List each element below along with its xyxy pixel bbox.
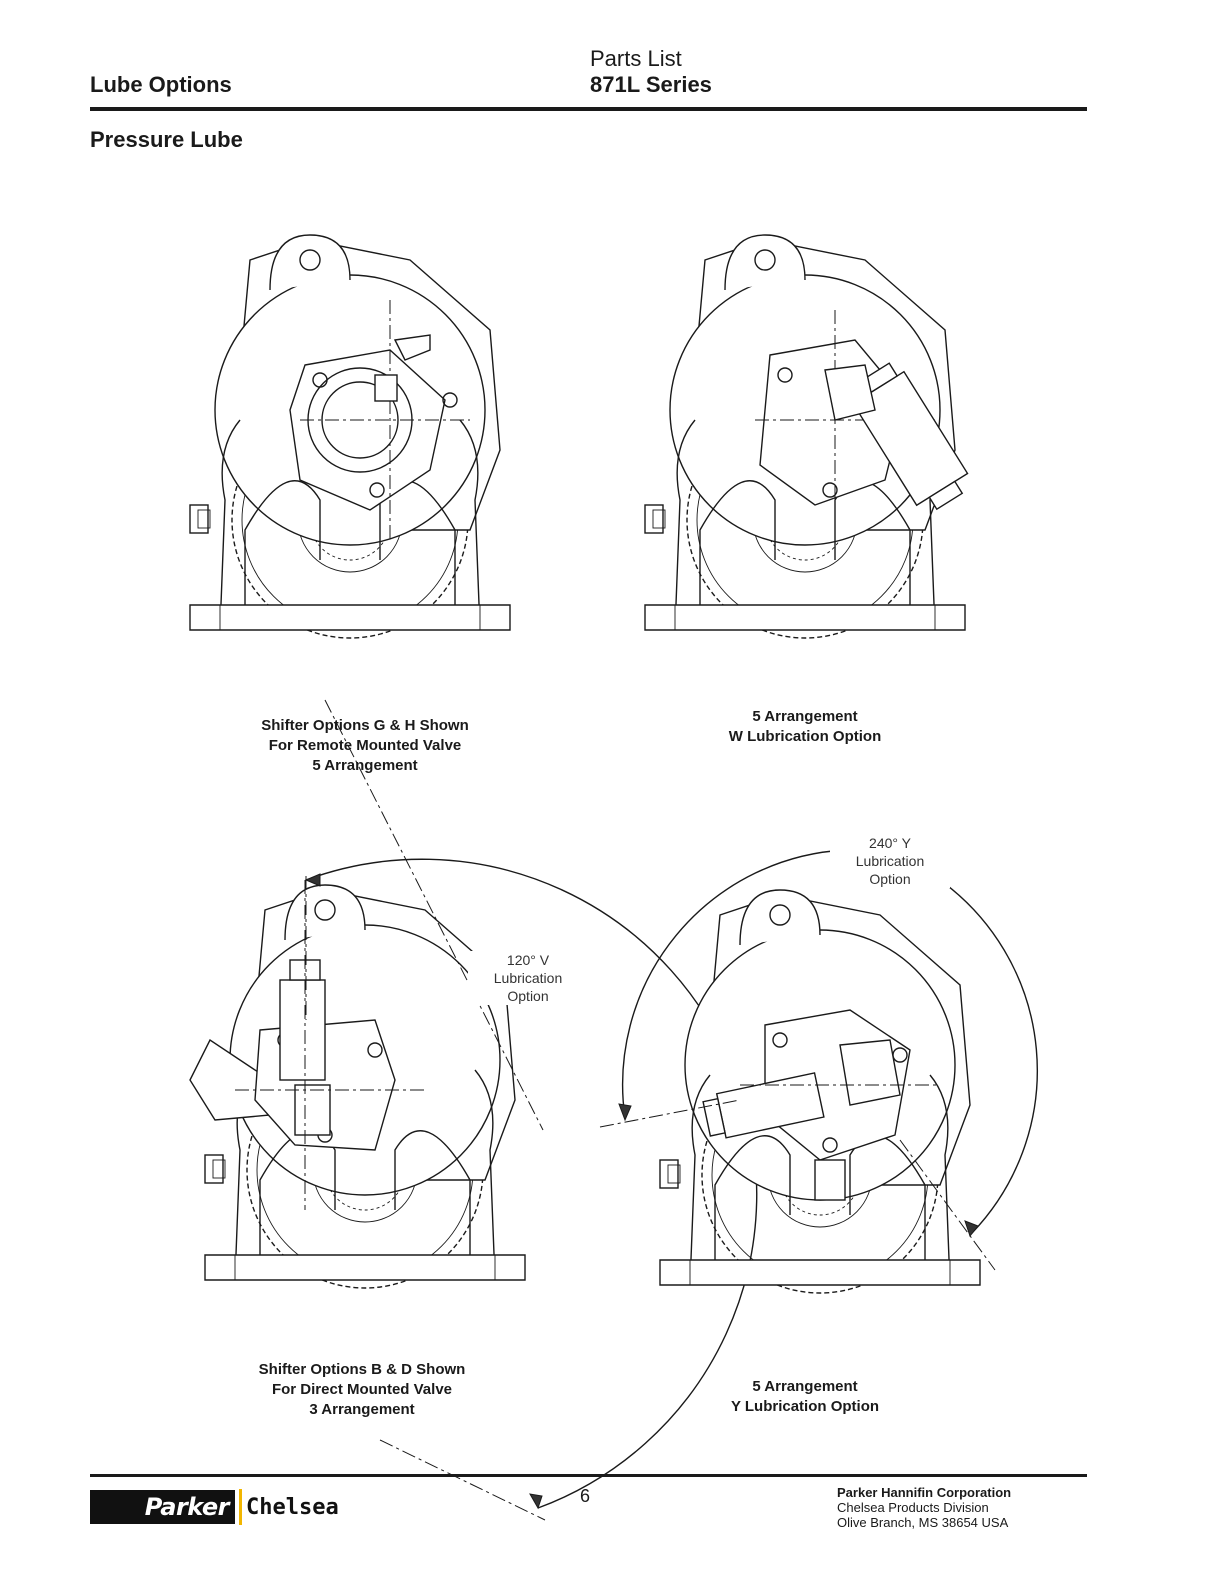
arrow-head-120-end [529,1493,543,1510]
footer-divider [90,1474,1087,1477]
angle-label-240: 240° Y Lubrication Option [830,834,950,888]
chelsea-logo-text: Chelsea [246,1494,339,1520]
figure-y-lubrication [659,889,981,1294]
series-title: 871L Series [590,72,712,97]
page-title: Pressure Lube [90,127,243,152]
page-number: 6 [580,1486,591,1506]
figure-w-lubrication [644,234,969,639]
figure-caption-b-d: Shifter Options B & D Shown For Direct M… [258,1361,466,1418]
arrow-head-240-start [618,1103,632,1122]
company-address: Olive Branch, MS 38654 USA [837,1515,1009,1530]
arrow-head-120-start [304,873,321,887]
document-type: Parts List [590,46,682,71]
parker-chelsea-logo: Parker Chelsea [90,1487,339,1527]
logo-accent-bar [239,1489,242,1525]
figure-b-d-shifter [189,699,544,1289]
angle-label-120: 120° V Lubrication Option [468,951,588,1005]
company-info: Parker Hannifin Corporation Chelsea Prod… [837,1485,1011,1530]
header-divider [90,107,1087,111]
figure-caption-g-h: Shifter Options G & H Shown For Remote M… [261,717,469,774]
figure-caption-w: 5 Arrangement W Lubrication Option [728,708,882,745]
company-name: Parker Hannifin Corporation [837,1485,1012,1500]
angle-arc-240-left [621,849,846,1119]
figure-caption-y: 5 Arrangement Y Lubrication Option [730,1378,880,1415]
company-division: Chelsea Products Division [837,1500,989,1515]
arrow-head-240-end [964,1220,979,1238]
parker-logo: Parker [90,1490,235,1524]
section-heading: Lube Options [90,72,232,97]
figure-g-h-shifter [189,234,511,639]
angle-arc-240-right [939,879,1038,1234]
